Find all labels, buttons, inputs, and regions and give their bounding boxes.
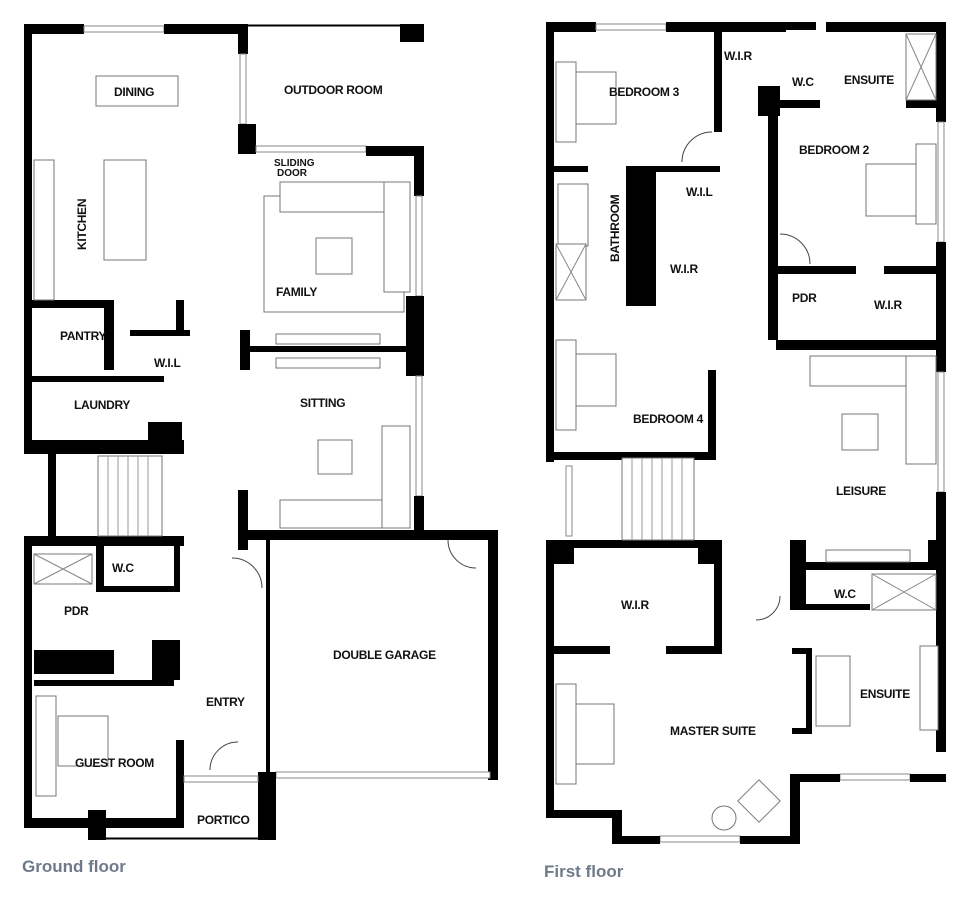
stairs-icon <box>621 457 695 541</box>
room-label-outdoor-room: OUTDOOR ROOM <box>284 83 383 97</box>
room-label-wil: W.I.L <box>686 185 713 199</box>
room-label-pdr: PDR <box>792 291 817 305</box>
room-label-guest-room: GUEST ROOM <box>75 756 154 770</box>
room-label-wil: W.I.L <box>154 356 181 370</box>
room-label-family: FAMILY <box>276 285 317 299</box>
room-label-bedroom-3: BEDROOM 3 <box>609 85 680 99</box>
room-label-pdr: PDR <box>64 604 89 618</box>
room-label-bedroom-2: BEDROOM 2 <box>799 143 870 157</box>
room-label-ensuite-master: ENSUITE <box>860 687 910 701</box>
room-label-ensuite-top: ENSUITE <box>844 73 894 87</box>
room-label-wc: W.C <box>112 561 134 575</box>
room-label-leisure: LEISURE <box>836 484 886 498</box>
ground-floor-plan <box>24 24 498 840</box>
room-label-bedroom-4: BEDROOM 4 <box>633 412 704 426</box>
room-label-pantry: PANTRY <box>60 329 106 343</box>
room-label-sliding: SLIDING <box>274 158 315 169</box>
stairs-icon <box>97 455 163 537</box>
room-label-wir-top: W.I.R <box>724 49 752 63</box>
room-label-wir-mid: W.I.R <box>670 262 698 276</box>
room-label-sitting: SITTING <box>300 396 345 410</box>
room-label-bathroom: BATHROOM <box>608 194 622 262</box>
room-label-wc-top: W.C <box>792 75 814 89</box>
ground-floor-caption: Ground floor <box>22 857 126 876</box>
room-label-wir-master: W.I.R <box>621 598 649 612</box>
room-label-laundry: LAUNDRY <box>74 398 130 412</box>
room-label-entry: ENTRY <box>206 695 245 709</box>
room-label-double-garage: DOUBLE GARAGE <box>333 648 436 662</box>
room-label-portico: PORTICO <box>197 813 250 827</box>
first-floor-caption: First floor <box>544 862 624 881</box>
room-label-wir-right: W.I.R <box>874 298 902 312</box>
first-floor-plan <box>546 22 946 844</box>
room-label-wc-master: W.C <box>834 587 856 601</box>
room-label-master-suite: MASTER SUITE <box>670 724 756 738</box>
room-label-kitchen: KITCHEN <box>75 199 89 250</box>
room-label-dining: DINING <box>114 85 154 99</box>
room-label-door: DOOR <box>277 168 308 179</box>
